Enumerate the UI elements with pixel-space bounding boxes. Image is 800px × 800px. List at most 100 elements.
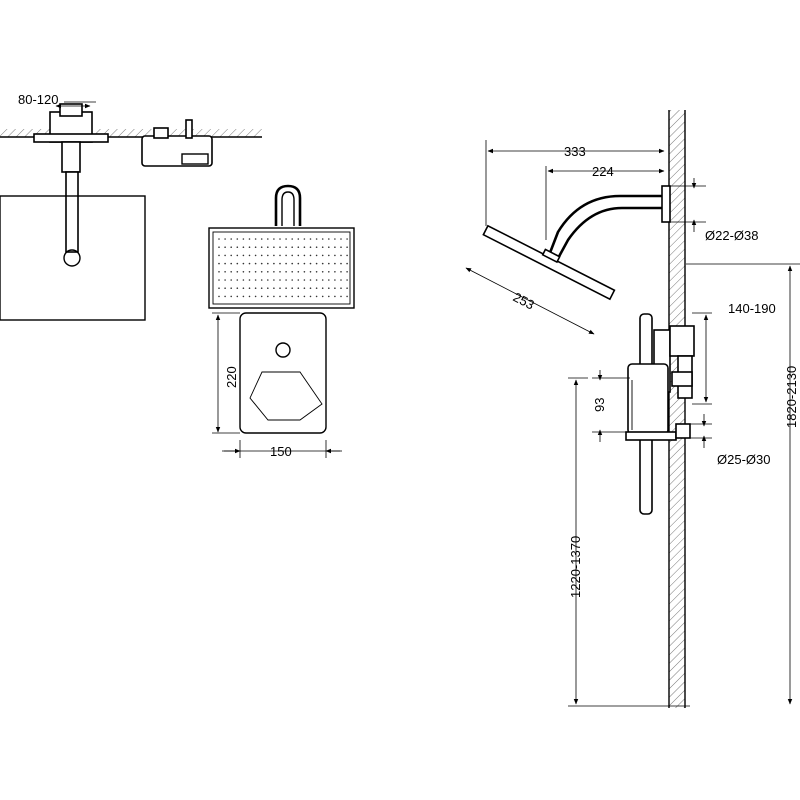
dim-head-height-label: 1820-2130 bbox=[784, 366, 799, 428]
nozzle-dot bbox=[236, 279, 239, 281]
nozzle-dot bbox=[224, 238, 226, 240]
nozzle-dot bbox=[267, 295, 269, 298]
nozzle-dot bbox=[328, 295, 330, 298]
nozzle-dot bbox=[340, 271, 342, 273]
nozzle-dot bbox=[334, 271, 336, 273]
side-arm-bottom bbox=[554, 206, 662, 263]
nozzle-dot bbox=[230, 279, 232, 281]
plan-view: 80-120 bbox=[0, 92, 262, 321]
side-outlet bbox=[675, 423, 691, 439]
nozzle-dot bbox=[273, 238, 275, 240]
front-head-nozzles bbox=[218, 238, 348, 298]
nozzle-dot bbox=[303, 262, 306, 265]
nozzle-dot bbox=[303, 238, 306, 240]
side-valve-top bbox=[669, 325, 695, 357]
nozzle-dot bbox=[279, 279, 281, 281]
side-valve-port bbox=[671, 371, 693, 387]
nozzle-dot bbox=[315, 246, 318, 248]
nozzle-dot bbox=[254, 238, 257, 240]
nozzle-dot bbox=[248, 262, 251, 265]
nozzle-dot bbox=[267, 287, 269, 290]
nozzle-dot bbox=[309, 262, 312, 265]
nozzle-dot bbox=[309, 279, 312, 281]
nozzle-dot bbox=[309, 295, 312, 298]
front-control-panel bbox=[239, 312, 327, 434]
nozzle-dot bbox=[346, 295, 348, 298]
nozzle-dot bbox=[328, 287, 330, 290]
nozzle-dot bbox=[285, 238, 287, 240]
nozzle-dot bbox=[230, 287, 232, 290]
nozzle-dot bbox=[346, 238, 348, 240]
nozzle-dot bbox=[291, 262, 294, 265]
nozzle-dot bbox=[260, 246, 263, 248]
nozzle-dot bbox=[248, 279, 251, 281]
nozzle-dot bbox=[297, 262, 300, 265]
nozzle-dot bbox=[248, 254, 251, 257]
nozzle-dot bbox=[315, 238, 318, 240]
front-arm-inner bbox=[281, 191, 295, 226]
side-mixer-body bbox=[627, 363, 669, 435]
nozzle-dot bbox=[328, 271, 330, 273]
nozzle-dot bbox=[218, 279, 220, 281]
front-arm-loop bbox=[274, 184, 302, 226]
side-wall-hatch bbox=[669, 110, 685, 708]
nozzle-dot bbox=[230, 238, 232, 240]
nozzle-dot bbox=[334, 262, 336, 265]
front-panel-reflection bbox=[249, 371, 323, 421]
nozzle-dot bbox=[303, 295, 306, 298]
plan-module-slot bbox=[181, 153, 209, 165]
nozzle-dot bbox=[236, 295, 239, 298]
plan-module bbox=[141, 135, 213, 167]
nozzle-dot bbox=[279, 295, 281, 298]
nozzle-dot bbox=[267, 238, 269, 240]
side-head-body bbox=[482, 224, 616, 301]
nozzle-dot bbox=[273, 254, 275, 257]
nozzle-dot bbox=[236, 238, 239, 240]
nozzle-dot bbox=[303, 279, 306, 281]
nozzle-dot bbox=[285, 246, 287, 248]
nozzle-dot bbox=[340, 246, 342, 248]
nozzle-dot bbox=[224, 271, 226, 273]
dim-panel-width-label: 150 bbox=[270, 444, 292, 459]
dim-valve-offset-label: 93 bbox=[592, 398, 607, 412]
nozzle-dot bbox=[297, 246, 300, 248]
nozzle-dot bbox=[267, 262, 269, 265]
nozzle-dot bbox=[279, 246, 281, 248]
nozzle-dot bbox=[315, 271, 318, 273]
nozzle-dot bbox=[315, 295, 318, 298]
nozzle-dot bbox=[224, 287, 226, 290]
nozzle-dot bbox=[279, 238, 281, 240]
nozzle-dot bbox=[303, 271, 306, 273]
nozzle-dot bbox=[260, 262, 263, 265]
nozzle-dot bbox=[285, 295, 287, 298]
nozzle-dot bbox=[297, 279, 300, 281]
nozzle-dot bbox=[328, 262, 330, 265]
side-elevation: 333 224 253 Ø22-Ø38 140-190 93 bbox=[465, 110, 800, 708]
nozzle-dot bbox=[321, 246, 324, 248]
dim-valve-pipe-label: Ø25-Ø30 bbox=[717, 452, 770, 467]
nozzle-dot bbox=[254, 295, 257, 298]
front-knob bbox=[275, 342, 291, 358]
nozzle-dot bbox=[334, 246, 336, 248]
dim-reach-label: 333 bbox=[564, 144, 586, 159]
nozzle-dot bbox=[291, 254, 294, 257]
nozzle-dot bbox=[303, 287, 306, 290]
nozzle-dot bbox=[346, 246, 348, 248]
nozzle-dot bbox=[224, 246, 226, 248]
nozzle-dot bbox=[254, 262, 257, 265]
nozzle-dot bbox=[230, 254, 232, 257]
nozzle-dot bbox=[346, 271, 348, 273]
nozzle-dot bbox=[291, 279, 294, 281]
nozzle-dot bbox=[224, 254, 226, 257]
dim-valve-height-label: 1220-1370 bbox=[568, 536, 583, 598]
nozzle-dot bbox=[230, 246, 232, 248]
nozzle-dot bbox=[309, 238, 312, 240]
nozzle-dot bbox=[334, 238, 336, 240]
plan-shower-head bbox=[0, 195, 146, 321]
nozzle-dot bbox=[260, 238, 263, 240]
nozzle-dot bbox=[315, 262, 318, 265]
nozzle-dot bbox=[279, 271, 281, 273]
nozzle-dot bbox=[346, 254, 348, 257]
nozzle-dot bbox=[285, 254, 287, 257]
nozzle-dot bbox=[321, 287, 324, 290]
